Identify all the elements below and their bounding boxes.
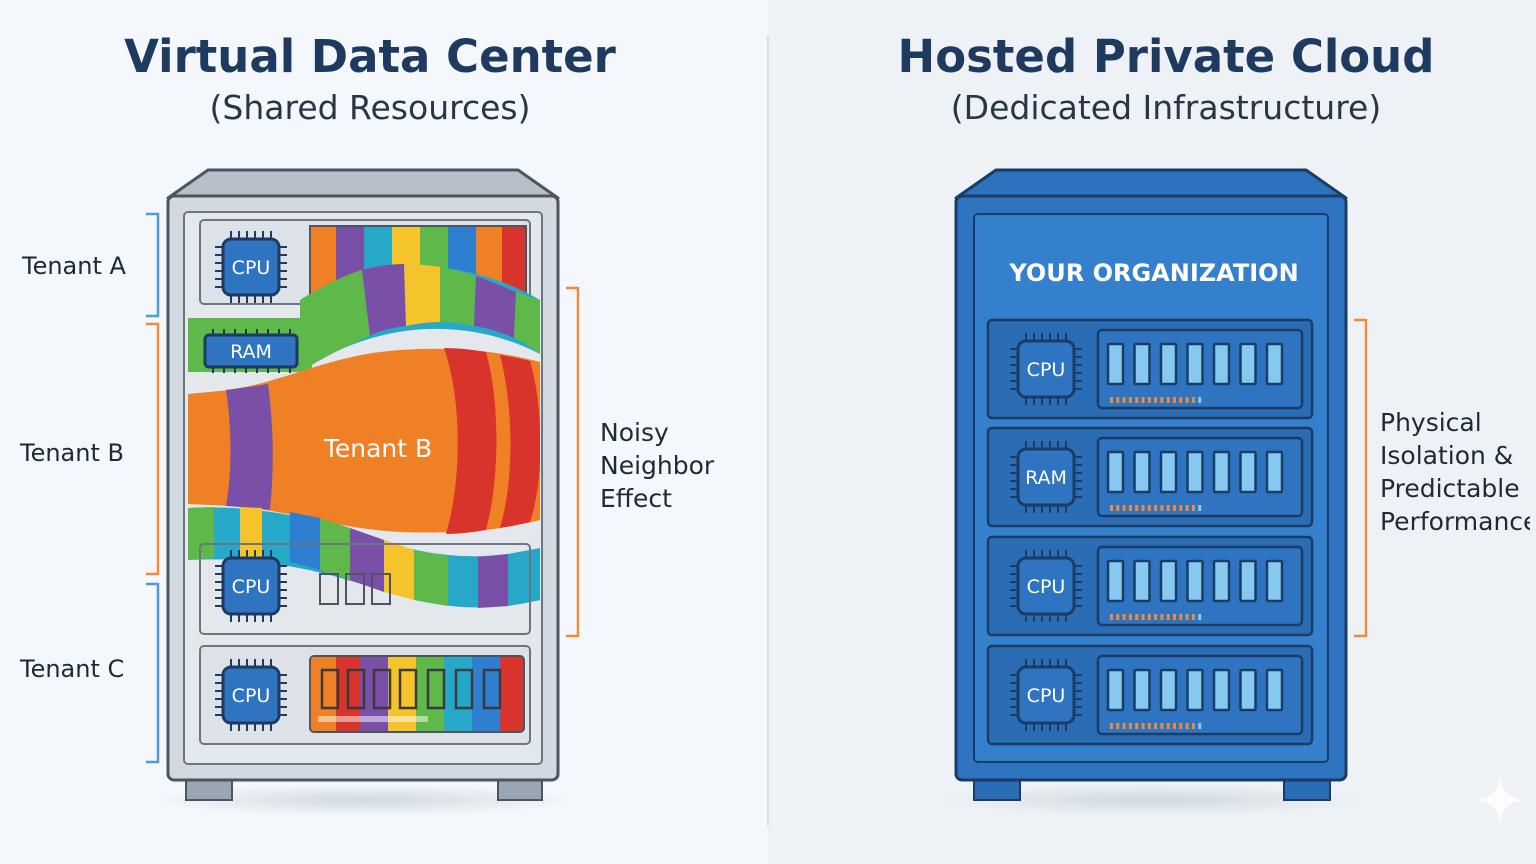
tenant-c-label: Tenant C xyxy=(20,655,125,683)
tenant-a-label: Tenant A xyxy=(22,252,126,280)
tenant-c-resource-bar xyxy=(310,656,524,732)
memory-slot xyxy=(1186,342,1204,386)
memory-slot xyxy=(1159,559,1178,603)
left-subtitle: (Shared Resources) xyxy=(209,88,531,127)
panel-divider xyxy=(767,36,769,826)
left-chips: CPU RAM CPU CPU xyxy=(203,231,299,731)
memory-slot xyxy=(1212,450,1231,494)
chip-label: CPU xyxy=(232,576,271,598)
physical-isolation-annotation: Physical Isolation & Predictable Perform… xyxy=(1380,406,1530,538)
annotation-line: Effect xyxy=(600,484,672,513)
memory-slot xyxy=(1186,668,1204,712)
tenant-b-band-label: Tenant B xyxy=(323,434,432,463)
left-title: Virtual Data Center xyxy=(124,30,616,83)
dedicated-server-shelf: CPU xyxy=(986,318,1314,420)
memory-slot xyxy=(1239,450,1257,494)
annotation-line: Physical xyxy=(1380,408,1482,437)
tenant-b-label: Tenant B xyxy=(20,439,124,467)
isolation-bracket xyxy=(1354,318,1368,638)
memory-slot xyxy=(1159,450,1178,494)
noisy-neighbor-bracket xyxy=(566,286,580,638)
chip-label: CPU xyxy=(1027,576,1066,598)
tenant-a-bracket xyxy=(146,212,160,318)
tenant-b-lower-bar xyxy=(319,573,391,605)
left-rack-top xyxy=(166,168,560,200)
memory-slot xyxy=(1186,450,1204,494)
tenant-b-shelf xyxy=(199,543,531,635)
ram-chip-icon: RAM xyxy=(1010,441,1082,513)
right-shelves: CPU RAM CPU CPU xyxy=(986,318,1314,746)
annotation-line: Predictable xyxy=(1380,474,1520,503)
memory-slot xyxy=(1133,668,1151,712)
annotation-line: Isolation & xyxy=(1380,441,1514,470)
memory-slot xyxy=(1186,559,1204,603)
tenant-b-band xyxy=(188,264,540,608)
right-subtitle: (Dedicated Infrastructure) xyxy=(950,88,1382,127)
memory-slot xyxy=(1133,450,1151,494)
dedicated-server-shelf: RAM xyxy=(986,426,1314,528)
memory-slot xyxy=(1212,342,1231,386)
memory-slot xyxy=(1106,450,1125,494)
memory-slot xyxy=(1133,342,1151,386)
annotation-line: Performance xyxy=(1380,507,1530,536)
memory-slot xyxy=(1106,342,1125,386)
chip-label: CPU xyxy=(232,257,271,279)
noisy-neighbor-annotation: Noisy Neighbor Effect xyxy=(600,416,714,515)
cpu-chip-icon: CPU xyxy=(1010,333,1082,405)
memory-slot xyxy=(1159,668,1178,712)
memory-slot xyxy=(1239,342,1257,386)
chip-label: RAM xyxy=(1025,467,1067,489)
ram-chip-icon: RAM xyxy=(203,329,299,373)
memory-slot xyxy=(1265,668,1284,712)
memory-slot xyxy=(1265,450,1284,494)
dedicated-server-shelf: CPU xyxy=(986,644,1314,746)
memory-slot xyxy=(1239,559,1257,603)
memory-slot xyxy=(1265,342,1284,386)
dedicated-server-shelf: CPU xyxy=(986,535,1314,637)
memory-slot xyxy=(1159,342,1178,386)
org-label: YOUR ORGANIZATION xyxy=(1008,259,1298,287)
annotation-line: Neighbor xyxy=(600,451,715,480)
memory-slot xyxy=(1212,668,1231,712)
memory-slot xyxy=(1212,559,1231,603)
left-rack-shadow xyxy=(149,784,579,816)
cpu-chip-icon: CPU xyxy=(215,231,287,303)
cpu-chip-icon: CPU xyxy=(215,659,287,731)
cpu-chip-icon: CPU xyxy=(1010,659,1082,731)
tenant-c-bracket xyxy=(146,582,160,764)
memory-slot xyxy=(1106,559,1125,603)
right-rack-shadow xyxy=(937,784,1367,816)
memory-slot xyxy=(1265,559,1284,603)
chip-label: CPU xyxy=(1027,685,1066,707)
cpu-chip-icon: CPU xyxy=(215,550,287,622)
chip-label: CPU xyxy=(1027,359,1066,381)
right-rack-top xyxy=(954,168,1348,200)
memory-slot xyxy=(1239,668,1257,712)
tenant-b-bracket xyxy=(146,322,160,576)
sparkle-icon xyxy=(1476,774,1524,826)
cpu-chip-icon: CPU xyxy=(1010,550,1082,622)
memory-slot xyxy=(1106,668,1125,712)
chip-label: RAM xyxy=(230,341,272,363)
right-title: Hosted Private Cloud xyxy=(897,30,1435,83)
chip-label: CPU xyxy=(232,685,271,707)
memory-slot xyxy=(1133,559,1151,603)
annotation-line: Noisy xyxy=(600,418,669,447)
